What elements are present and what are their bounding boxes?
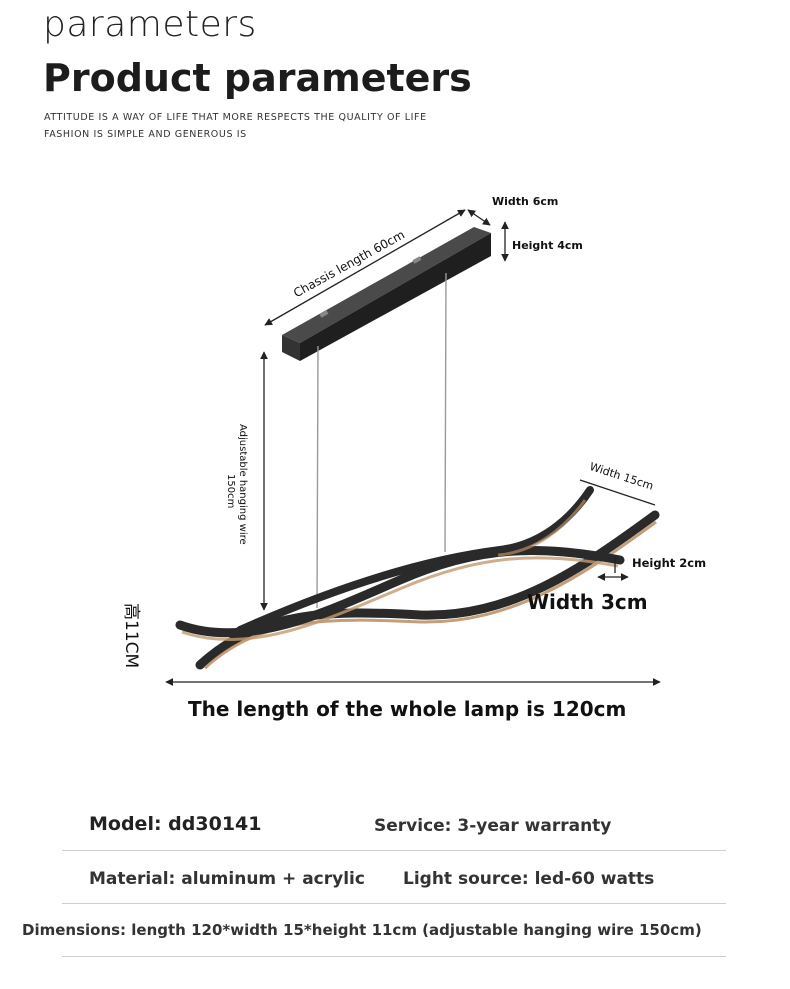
divider-1 xyxy=(62,850,726,851)
spec-service: Service: 3-year warranty xyxy=(374,816,612,836)
page-title: Product parameters xyxy=(43,56,472,100)
hanging-wire-label-2: 150cm xyxy=(225,474,236,509)
spec-light-source: Light source: led-60 watts xyxy=(403,869,655,889)
chassis-width-label: Width 6cm xyxy=(492,195,559,208)
lamp-body xyxy=(175,486,660,670)
total-length-label: The length of the whole lamp is 120cm xyxy=(188,697,627,721)
spec-model: Model: dd30141 xyxy=(89,813,262,835)
lamp-width-arrow xyxy=(579,479,656,506)
hanging-wire-label-1: Adjustable hanging wire xyxy=(237,424,248,545)
spec-material: Material: aluminum + acrylic xyxy=(89,869,365,889)
bar-width-label: Width 3cm xyxy=(527,590,648,614)
dimension-arrows xyxy=(165,209,661,686)
spec-dimensions: Dimensions: length 120*width 15*height 1… xyxy=(22,921,702,939)
header-small-title: parameters xyxy=(43,4,257,45)
chassis-length-arrow xyxy=(264,209,466,326)
tagline-line-2: FASHION IS SIMPLE AND GENEROUS IS xyxy=(44,129,247,140)
lamp-height-label: Height 2cm xyxy=(632,556,707,570)
hanging-wire-right xyxy=(444,272,447,553)
hanging-wire-left xyxy=(316,345,319,609)
chassis-width-arrow xyxy=(467,209,491,226)
tagline-line-1: ATTITUDE IS A WAY OF LIFE THAT MORE RESP… xyxy=(44,112,427,123)
total-height-label: 高11CM xyxy=(121,603,141,669)
divider-2 xyxy=(62,903,726,904)
divider-3 xyxy=(62,956,726,957)
chassis-height-label: Height 4cm xyxy=(512,239,583,252)
